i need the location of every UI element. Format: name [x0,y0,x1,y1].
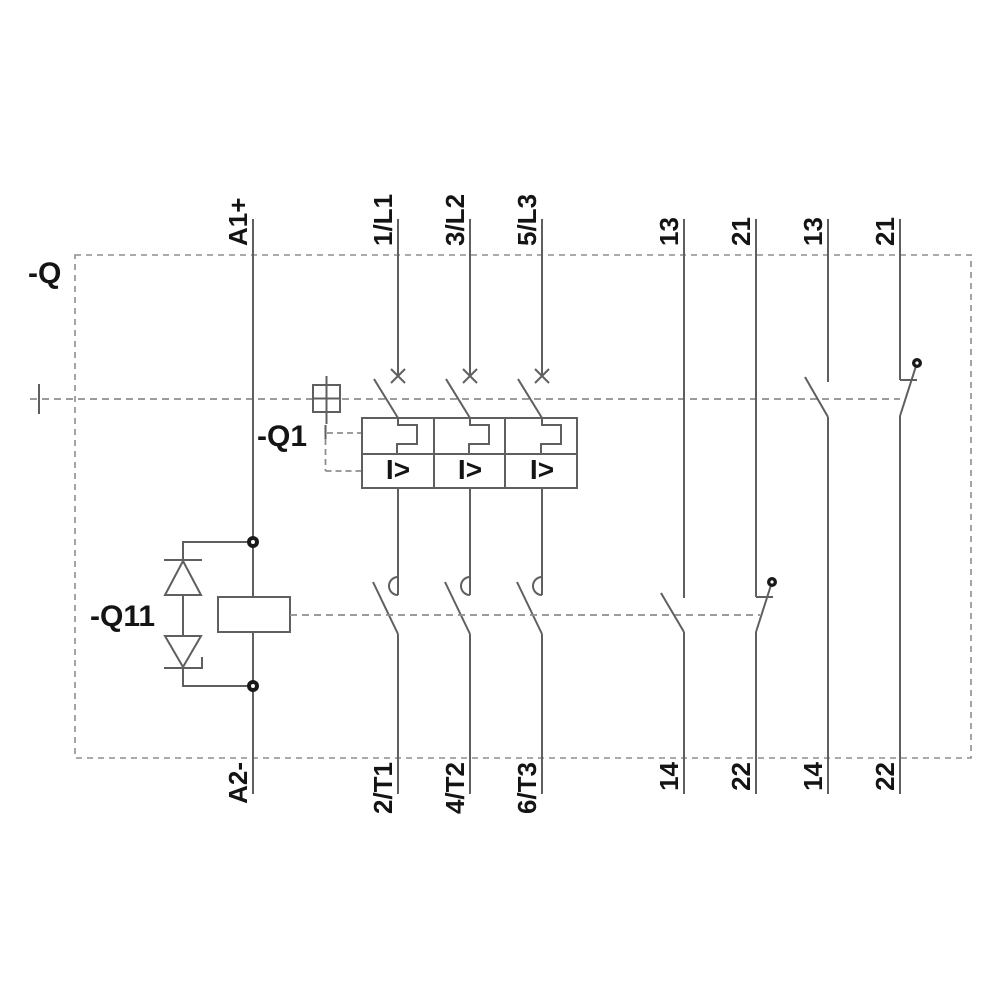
top-terminal-labels: A1+ 1/L1 3/L2 5/L3 13 21 13 21 [223,194,900,246]
manual-operator-icon [312,376,341,439]
terminal-label-bottom-22a: 22 [726,762,756,791]
latch-mechanism-icon [468,418,490,454]
overcurrent-release-icon: I> [458,454,482,485]
terminal-label-top-a1: A1+ [223,198,253,246]
breaker-label: -Q1 [257,420,307,453]
terminal-label-bottom-14b: 14 [798,761,828,790]
terminal-label-top-13a: 13 [654,217,684,246]
enclosure-label: -Q [28,257,61,290]
bottom-terminal-labels: A2- 2/T1 4/T2 6/T3 14 22 14 22 [223,761,900,814]
breaker-contact-x-icon [534,368,550,384]
junction-dot-core [251,684,255,688]
pole-l1-breaker-blade [373,378,399,419]
junction-dot-core [251,540,255,544]
overcurrent-release-icon: I> [386,454,410,485]
latch-mechanism-icon [396,418,418,454]
terminal-label-top-1l1: 1/L1 [368,194,398,246]
breaker-aux-no-contact [804,219,829,794]
terminal-label-bottom-2t1: 2/T1 [368,762,398,814]
contactor-aux-no-contact [660,219,685,794]
aux-no-blade [660,592,685,633]
diode-icon [163,558,203,596]
breaker-contact-x-icon [462,368,478,384]
pole-l1-main-contact-blade [372,581,399,635]
terminal-label-bottom-14a: 14 [654,761,684,790]
terminal-label-top-5l3: 5/L3 [512,194,542,246]
contactor-contact-arc-icon [460,576,471,596]
terminal-label-bottom-22b: 22 [870,762,900,791]
pole-l3 [516,219,562,794]
contact-pivot-dot-core [770,580,774,584]
contactor-contact-arc-icon [388,576,399,596]
coil-circuit: -Q11 [90,219,291,794]
pole-l2-breaker-blade [445,378,471,419]
terminal-label-top-13b: 13 [798,217,828,246]
terminal-label-top-21a: 21 [726,217,756,246]
pole-l3-breaker-blade [517,378,543,419]
suppressor-branch-bottom [182,668,253,687]
enclosure-border [74,254,972,759]
terminal-label-top-3l2: 3/L2 [440,194,470,246]
terminal-label-bottom-6t3: 6/T3 [512,762,542,814]
pole-l1 [372,219,418,794]
breaker-aux-nc-contact [899,219,922,794]
contactor-coil-icon [217,596,291,633]
zener-cathode-bar [164,657,203,669]
terminal-label-top-21b: 21 [870,217,900,246]
terminal-label-bottom-a2: A2- [223,762,253,804]
pole-l3-main-contact-blade [516,581,543,635]
breaker-contact-x-icon [390,368,406,384]
aux-no-blade [804,376,829,418]
aux-nc-blade [755,581,773,633]
pole-l2-main-contact-blade [444,581,471,635]
zener-diode-icon [163,635,203,669]
terminal-label-bottom-4t2: 4/T2 [440,762,470,814]
contactor-contact-arc-icon [532,576,543,596]
suppressor-branch-top [182,541,253,560]
contactor-aux-nc-contact [755,219,777,794]
latch-mechanism-icon [540,418,562,454]
aux-nc-blade [899,362,918,417]
contactor-label: -Q11 [90,600,155,633]
contact-pivot-dot-core [915,361,919,365]
overcurrent-release-icon: I> [530,454,554,485]
pole-l2 [444,219,490,794]
